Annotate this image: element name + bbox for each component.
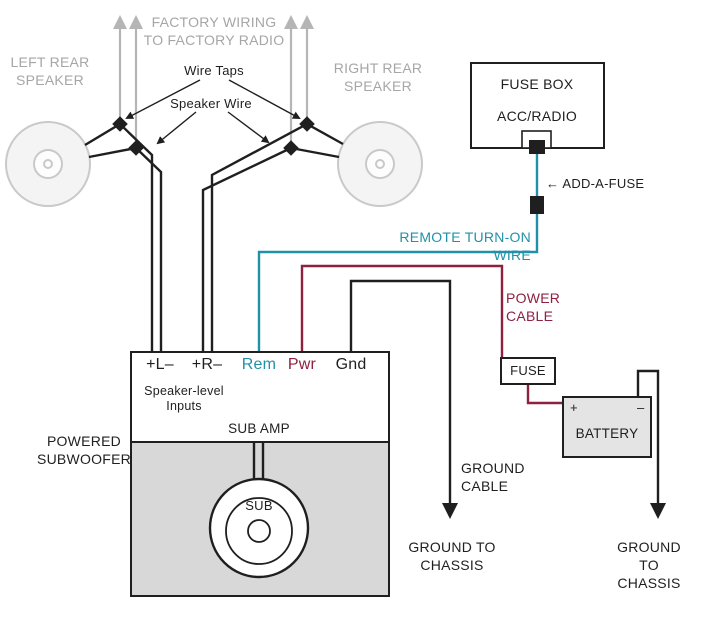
amp-terminal-left: +L– — [146, 356, 174, 373]
speaker-wires — [84, 122, 344, 351]
left-rear-speaker-label: LEFT REAR SPEAKER — [10, 54, 90, 89]
battery-label: BATTERY — [575, 426, 639, 441]
sub-amp-label: SUB AMP — [228, 421, 290, 436]
acc-radio-label: ACC/RADIO — [496, 108, 578, 124]
add-a-fuse-label: ← ADD-A-FUSE — [546, 176, 645, 191]
subwoofer-enclosure — [130, 441, 390, 597]
speaker-wire-label: Speaker Wire — [170, 96, 252, 111]
add-a-fuse-body — [530, 196, 544, 214]
right-rear-speaker-icon — [337, 121, 423, 207]
sub-label: SUB — [245, 498, 273, 513]
sub-amp-box — [130, 351, 390, 443]
wire-tap-connectors — [112, 116, 315, 156]
powered-subwoofer-label: POWERED SUBWOOFER — [36, 433, 132, 468]
inline-fuse-box — [500, 357, 556, 385]
factory-wiring-label: FACTORY WIRING TO FACTORY RADIO — [143, 14, 285, 49]
amp-terminal-right: +R– — [191, 356, 223, 373]
power-cable-label: POWER CABLE — [506, 290, 561, 325]
fuse-label: FUSE — [510, 363, 546, 378]
battery-minus-terminal: – — [637, 400, 645, 415]
right-rear-speaker-label: RIGHT REAR SPEAKER — [333, 60, 423, 95]
amp-terminal-power: Pwr — [287, 356, 317, 373]
battery-plus-terminal: + — [570, 400, 578, 415]
speaker-level-inputs-label: Speaker-level Inputs — [144, 384, 224, 414]
amp-terminal-ground: Gnd — [335, 356, 367, 373]
left-rear-speaker-icon — [5, 121, 91, 207]
ground-cable-label: GROUND CABLE — [461, 460, 525, 495]
ground-to-chassis-right-label: GROUND TO CHASSIS — [617, 539, 681, 592]
ground-to-chassis-left-label: GROUND TO CHASSIS — [408, 539, 496, 574]
fuse-box-title: FUSE BOX — [500, 76, 574, 92]
amp-terminal-remote: Rem — [241, 356, 277, 373]
wire-taps-label: Wire Taps — [184, 63, 244, 78]
remote-turn-on-label: REMOTE TURN-ON WIRE — [399, 229, 531, 264]
